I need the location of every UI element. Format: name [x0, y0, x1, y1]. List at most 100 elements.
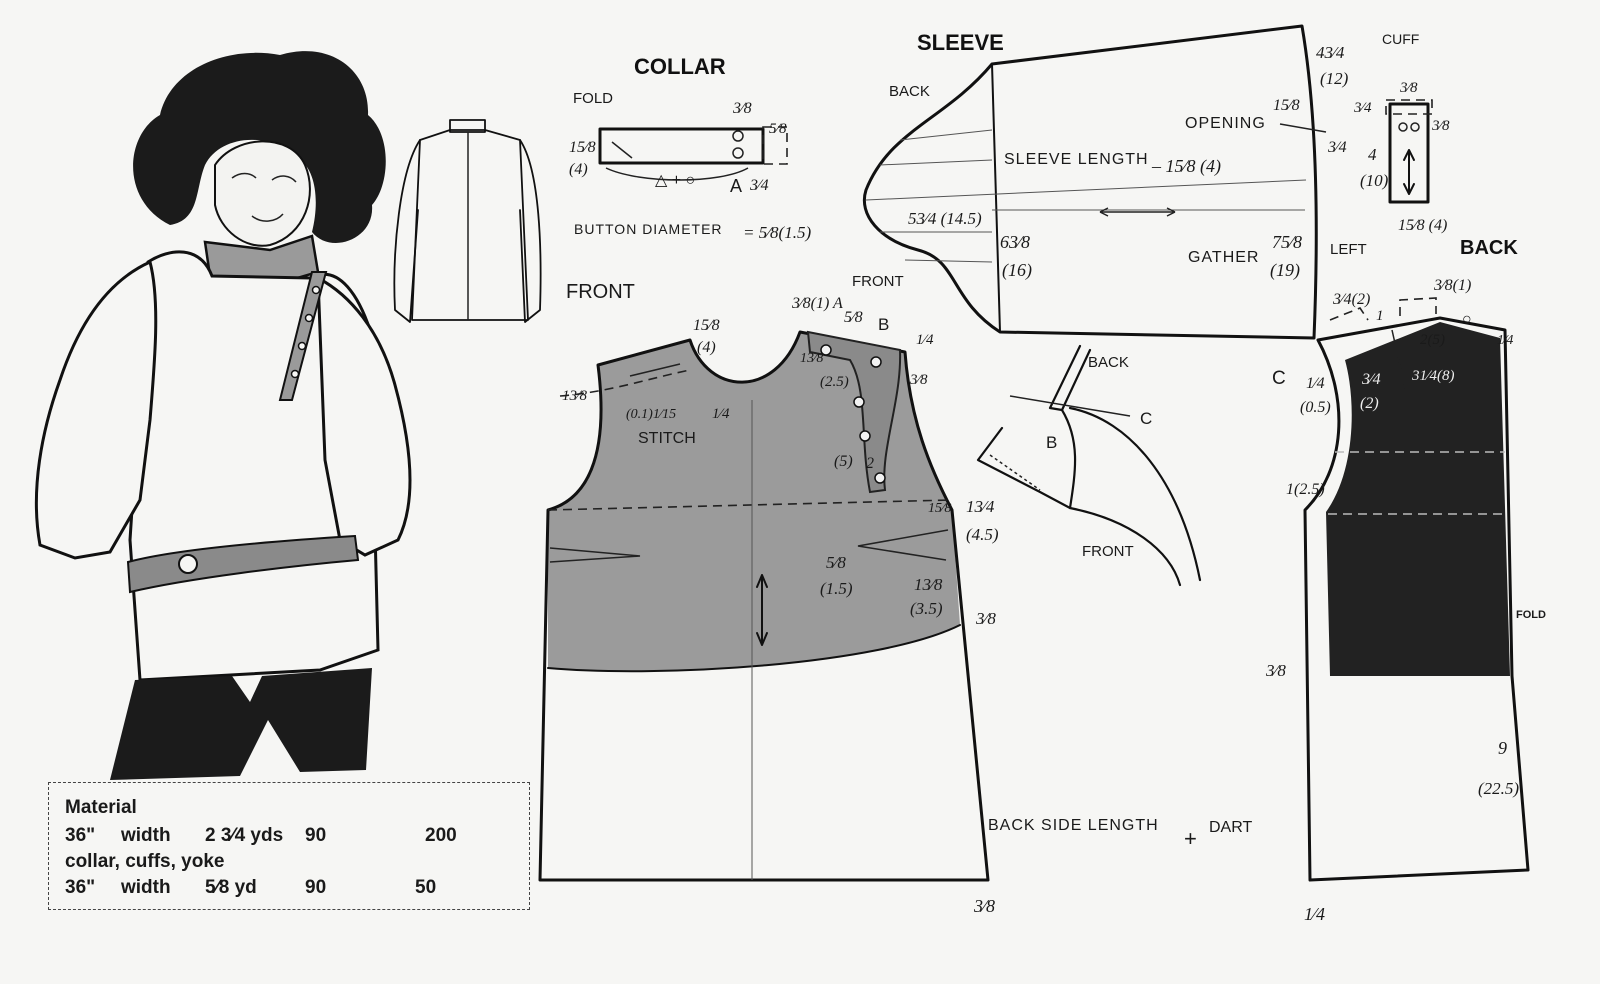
back-381-label: 3⁄8(1): [1433, 277, 1471, 294]
illustration-mouth: [251, 213, 284, 222]
back-25-label: 2(5): [1420, 332, 1445, 348]
front-138-left-label: 13⁄8: [562, 388, 588, 404]
fashion-illustration: [34, 51, 412, 780]
collar-width-label: 3⁄8: [732, 100, 752, 117]
opening-label: OPENING: [1185, 115, 1266, 132]
cuff-height-cm: (10): [1360, 171, 1389, 190]
material-r3-yards: 5⁄8 yd: [205, 877, 257, 898]
back-c-label: C: [1272, 368, 1286, 389]
front-15-label: (1.5): [820, 579, 853, 598]
back-o-label: ○: [1462, 311, 1472, 328]
illustration-pants: [110, 668, 372, 780]
collar-left-cm-label: (4): [569, 161, 588, 178]
front-25-label: (2.5): [820, 374, 849, 390]
front-58b-label: 5⁄8: [826, 553, 846, 572]
sleeve-length-label: SLEEVE LENGTH: [1004, 151, 1149, 168]
gather-label: GATHER: [1188, 249, 1259, 266]
material-row-2: collar, cuffs, yoke: [65, 851, 225, 872]
back-342-label: 3⁄4(2): [1332, 291, 1370, 308]
back-125-label: 1(2.5): [1286, 481, 1325, 498]
front-134-label: 13⁄4: [966, 497, 995, 516]
sleeve-top-value: 43⁄4: [1316, 43, 1345, 62]
flat-sketch: [393, 119, 542, 323]
collar-fold-label: FOLD: [573, 90, 613, 107]
material-r1-label: width: [121, 825, 171, 846]
back-2-label: (2): [1360, 395, 1379, 412]
material-r3-width: 36": [65, 877, 96, 898]
back-left-label: LEFT: [1330, 241, 1367, 258]
cuff-right-value: 3⁄8: [1431, 118, 1450, 134]
collar-left-label: 15⁄8: [569, 139, 596, 156]
back-38-label: 3⁄8: [1265, 661, 1286, 680]
back-side-length-label: BACK SIDE LENGTH: [988, 817, 1159, 834]
sleeve-back-label: BACK: [889, 83, 930, 100]
button-diameter-label: BUTTON DIAMETER: [574, 221, 723, 237]
back-pattern: [1303, 297, 1530, 882]
front-2-label: 2: [866, 455, 874, 472]
front-158cm-label: (4): [697, 339, 716, 356]
front-138b-label: 13⁄8: [914, 575, 943, 594]
gather-value: 75⁄8: [1272, 232, 1302, 252]
material-row-3: 36" width 5⁄8 yd 90 50: [65, 877, 525, 901]
front-14-label: 1⁄4: [916, 332, 934, 348]
material-r3-label: width: [121, 877, 171, 898]
sleeve-width-value: 53⁄4 (14.5): [908, 209, 982, 228]
illustration-eye: [271, 175, 297, 183]
back-fold-label: FOLD: [1516, 609, 1546, 621]
illustration-eye: [231, 172, 257, 179]
sleeve-top-cm: (12): [1320, 69, 1349, 88]
back-14r-label: 1⁄4: [1497, 333, 1513, 348]
collar-pattern: [598, 126, 788, 181]
material-r3-total: 50: [415, 877, 437, 898]
front-a-label: 3⁄8(1) A: [791, 295, 843, 312]
sleeve-length-value: – 15⁄8 (4): [1151, 156, 1221, 177]
front-14b-label: 1⁄4: [712, 406, 730, 422]
illustration-left-sleeve: [34, 259, 158, 560]
front-158-label: 15⁄8: [693, 317, 720, 334]
opening-right-value: 3⁄4: [1327, 139, 1347, 156]
gather-cm: (19): [1270, 260, 1300, 281]
collar-a-val-label: 3⁄4: [749, 177, 769, 194]
front-45-label: (4.5): [966, 525, 999, 544]
illustration-face: [214, 140, 311, 247]
illustration-belt: [126, 534, 360, 594]
sleeve-title: SLEEVE: [917, 30, 1004, 55]
back-14-label: 1⁄4: [1306, 375, 1325, 392]
front-38b-label: 3⁄8: [975, 609, 996, 628]
button-diameter-value: = 5⁄8(1.5): [743, 223, 811, 242]
material-r1-yards: 2 3⁄4 yds: [205, 825, 284, 846]
back-34-label: 3⁄4: [1361, 371, 1381, 388]
material-r1-width: 36": [65, 825, 96, 846]
collar-formula-label: △ + ○: [655, 172, 695, 189]
material-table: Material 36" width 2 3⁄4 yds 90 200 coll…: [48, 782, 530, 910]
back-1-label: 1: [1376, 308, 1384, 324]
shoulder-detail: [976, 344, 1202, 587]
material-r1-total: 200: [425, 825, 457, 846]
front-0115-label: (0.1)1⁄15: [626, 407, 676, 422]
front-35-label: (3.5): [910, 599, 943, 618]
back-318-label: 31⁄4(8): [1411, 368, 1455, 384]
back-05-label: (0.5): [1300, 399, 1331, 416]
cuff-left-value: 3⁄4: [1353, 100, 1372, 116]
detail-c-label: C: [1140, 409, 1152, 428]
back-9-label: 9: [1498, 738, 1507, 758]
front-58-label: 5⁄8: [844, 309, 863, 326]
material-title: Material: [65, 797, 137, 818]
back-14b-label: 1⁄4: [1304, 904, 1325, 924]
collar-title: COLLAR: [634, 54, 726, 79]
illustration-placket: [278, 271, 328, 401]
detail-front-label: FRONT: [1082, 543, 1134, 560]
illustration-buttons: [290, 285, 321, 379]
cuff-width-value: 15⁄8 (4): [1398, 217, 1447, 234]
front-pattern: [538, 330, 990, 882]
plus-label: +: [1184, 826, 1197, 851]
front-title: FRONT: [566, 281, 635, 303]
cuff-top-value: 3⁄8: [1399, 80, 1418, 96]
dart-label: DART: [1209, 819, 1252, 836]
sleeve-front-label: FRONT: [852, 273, 904, 290]
sleeve-cap-cm: (16): [1002, 260, 1032, 281]
material-r1-cm: 90: [305, 825, 327, 846]
detail-b-label: B: [1046, 433, 1057, 452]
cuff-pattern: [1385, 99, 1433, 204]
front-b-label: B: [878, 315, 889, 334]
